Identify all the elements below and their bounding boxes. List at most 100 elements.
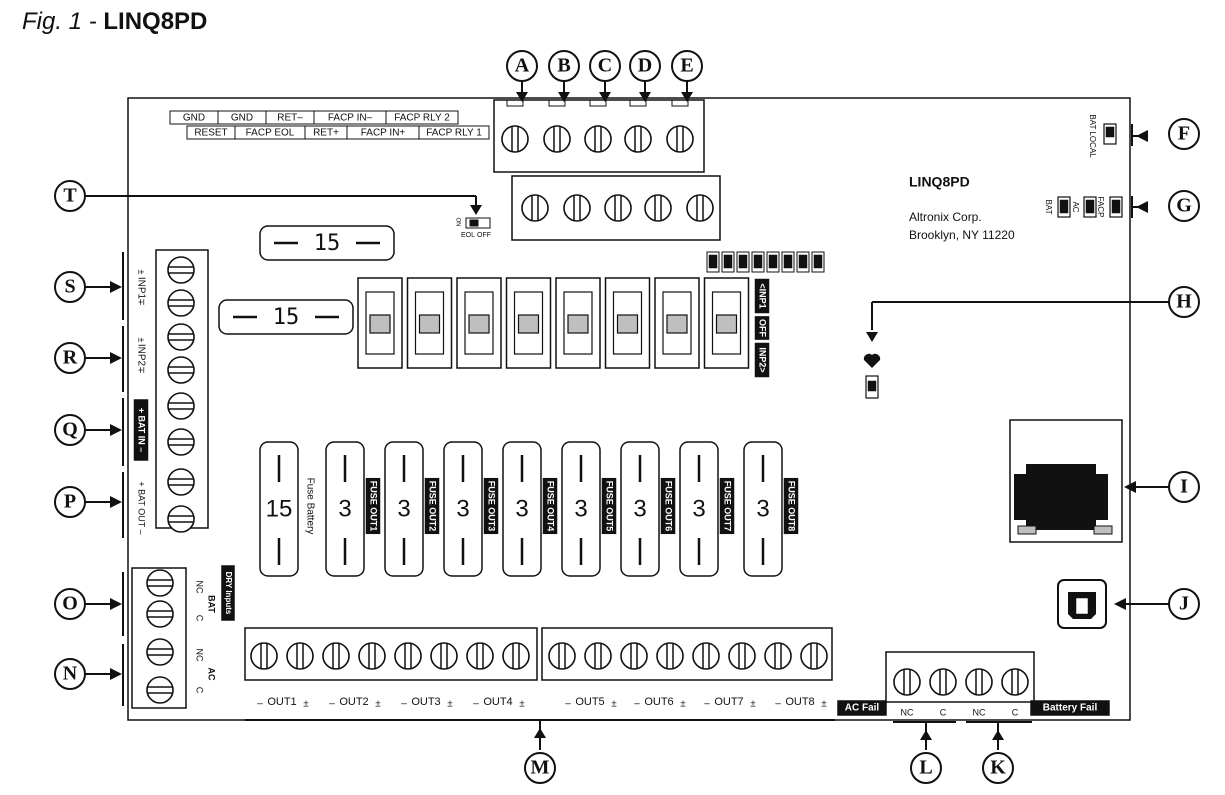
selector-switch-2-slot [464,291,494,355]
led-ac-fill [1085,199,1095,214]
selector-off-label-bg [754,316,770,340]
selector-switch-4-body [555,277,601,369]
out-5-label: OUT5 [575,696,604,708]
callout-j-circle [1168,588,1200,620]
led-facp-box [1109,196,1123,218]
led-bat-box [1057,196,1071,218]
led-bar-seg-fill-4 [768,254,778,269]
callout-p-circle [54,486,86,518]
out-2-plus: ± [375,699,381,710]
callout-k-letter: K [990,757,1006,779]
callout-r-letter: R [63,347,78,369]
fuse-3-value: 3 [456,495,469,522]
callout-p-letter: P [64,491,76,513]
out-3-plus: ± [447,699,453,710]
fuse-5-body [561,441,601,577]
bat-in-label-bg [133,399,149,461]
fuse-6-label: FUSE OUT6 [664,481,674,532]
callout-m-arrow [534,728,546,738]
h-jumper [865,375,879,399]
callout-m-letter: M [531,757,550,779]
callout-p-arrow [110,496,122,508]
fuse-8-label-tag: FUSE OUT8 [783,477,799,535]
left-screw-1 [167,289,195,317]
top-terminal-tab-0 [506,99,524,107]
callout-e-letter: E [680,55,693,77]
fuse-4-label-tag: FUSE OUT4 [542,477,558,535]
top-label-r1-3: FACP IN– [328,113,373,124]
dry-bat-c: C [195,615,205,622]
fuse-7-body [679,441,719,577]
fuse-7-label-bg [719,477,735,535]
callout-l-circle [910,752,942,784]
out-screw-r-4 [692,642,720,670]
selector-switch-6-slot [662,291,692,355]
callout-n-letter: N [63,663,78,685]
out-6-plus: ± [680,699,686,710]
inp1-minus: ∓ [137,298,147,306]
callout-l-arrow [920,730,932,740]
selector-switch-1-knob [418,314,441,334]
callout-a-letter: A [515,55,530,77]
fuse-5-value: 3 [574,495,587,522]
callout-o-arrow [110,598,122,610]
out-6-minus: – [634,699,640,710]
out-screw-r-6 [764,642,792,670]
bat-local-label: BAT LOCAL [1088,114,1097,158]
fuse-6-label-bg [660,477,676,535]
fuse-1-label-bg [365,477,381,535]
figure-caption: Fig. 1 - [22,8,104,35]
ac-fail-label-bg [837,700,887,716]
top-screw-lower-1 [563,194,591,222]
eol-switch-on-label: ON [454,218,460,227]
callout-g-letter: G [1176,195,1192,217]
eol-switch-eol-label: EOL [461,232,475,239]
callout-n-arrow [110,668,122,680]
selector-inp1-label: <INP1 [748,284,757,307]
top-label-r2-box-4 [418,125,490,140]
selector-switch-6-knob [666,314,688,334]
fuse-7-label-tag: FUSE OUT7 [719,477,735,535]
out-5-plus: ± [611,699,617,710]
led-bar-seg-fill-2 [738,254,748,269]
out-5-minus: – [565,699,571,710]
fuse-3-label-tag: FUSE OUT3 [483,477,499,535]
top-label-r2-4: FACP RLY 1 [426,128,482,139]
left-screw-3 [167,356,195,384]
bat-local-jumper-fill [1105,126,1115,138]
out-screw-l-1 [286,642,314,670]
fuse-2-label-bg [424,477,440,535]
output-block-left [244,627,538,681]
eol-switch-knob [469,219,479,227]
selector-switch-3-slot [513,291,544,355]
inp2-label: INP2 [135,344,146,367]
led-bar-seg-5 [781,251,795,273]
fuse-2-label: FUSE OUT2 [428,481,438,532]
fuse-2-body [384,441,424,577]
eol-switch-body [465,217,491,229]
inp2-minus: ∓ [137,366,147,374]
fuse-0-body [259,441,299,577]
led-bar-seg-fill-6 [798,254,808,269]
dry-inputs-title-bg [221,565,235,621]
dry-inputs-title: DRY Inputs [224,572,233,615]
selector-switch-7-knob [715,314,738,334]
callout-d-letter: D [638,55,652,77]
callout-h-letter: H [1176,291,1192,313]
out-8-label: OUT8 [785,696,814,708]
callout-k-arrow [992,730,1004,740]
top-label-r1-4: FACP RLY 2 [394,113,450,124]
selector-switch-2-knob [468,314,490,334]
dry-ac-nc: NC [195,649,205,662]
fuse-2-label-tag: FUSE OUT2 [424,477,440,535]
heart-icon [863,353,881,368]
selector-switch-0-knob [369,314,391,334]
fuse-5-label-tag: FUSE OUT5 [601,477,617,535]
selector-switch-7-body [703,277,750,369]
out-8-plus: ± [821,699,827,710]
callout-q-letter: Q [62,419,78,441]
rj45-led-left [1017,525,1037,535]
relay-screw-3 [1001,668,1029,696]
fuse-4-label: FUSE OUT4 [546,481,556,532]
callout-o-circle [54,588,86,620]
